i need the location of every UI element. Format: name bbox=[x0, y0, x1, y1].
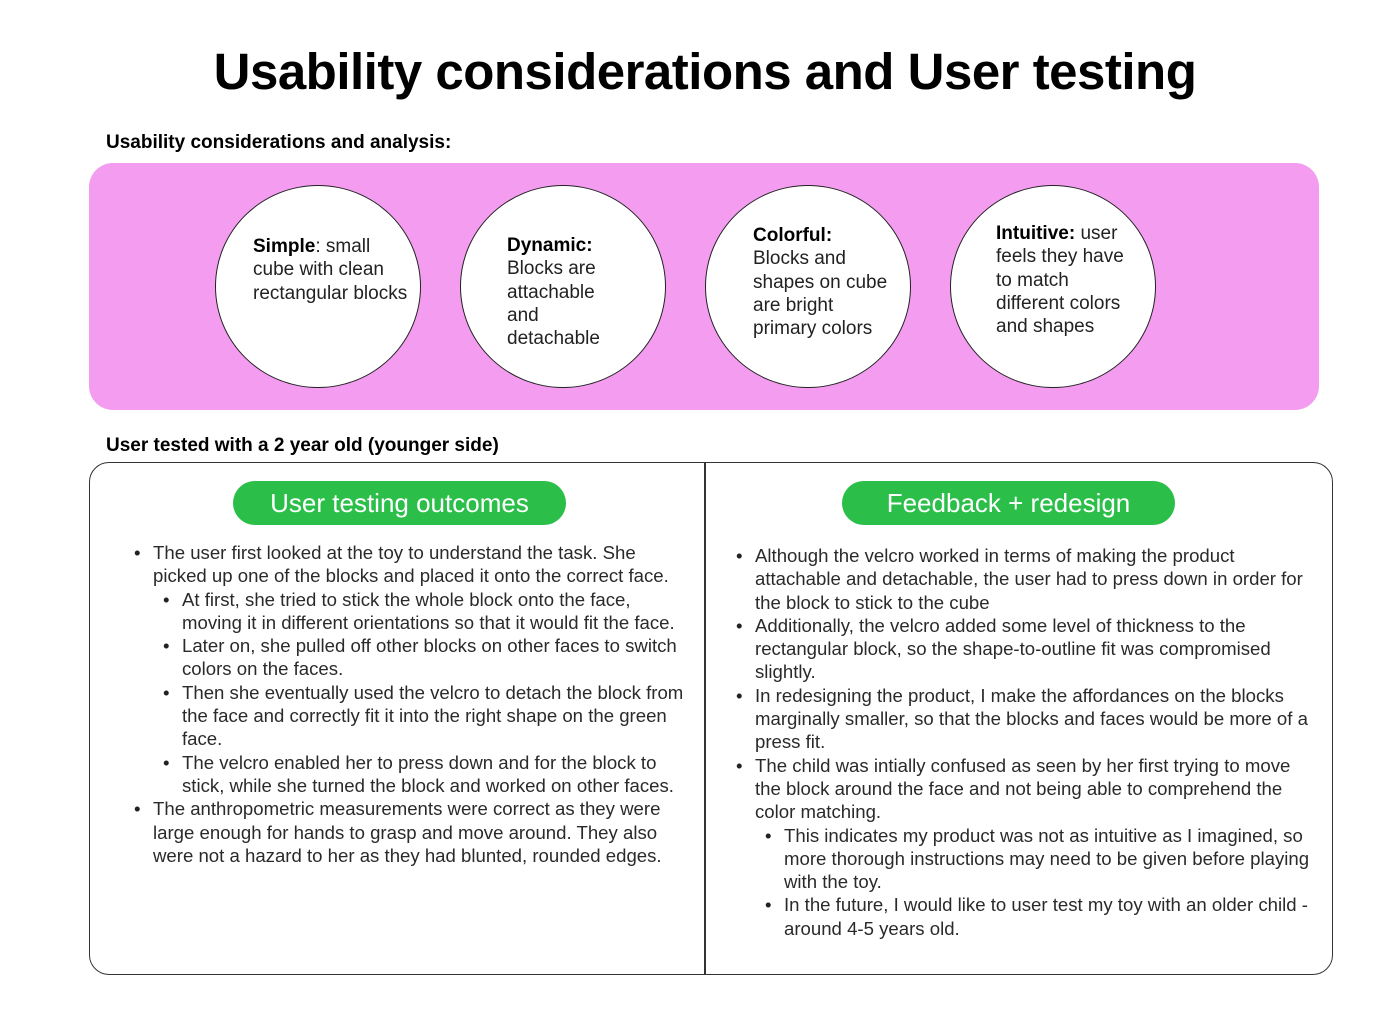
testing-section-label: User tested with a 2 year old (younger s… bbox=[106, 435, 499, 456]
testing-box bbox=[89, 462, 1333, 975]
feedback-pill: Feedback + redesign bbox=[842, 481, 1175, 525]
intuitive-circle bbox=[950, 185, 1156, 388]
list-item: Additionally, the velcro added some leve… bbox=[736, 614, 1316, 684]
sub-list-item: The velcro enabled her to press down and… bbox=[163, 751, 694, 798]
simple-circle bbox=[215, 185, 421, 388]
colorful-text: Colorful: Blocks and shapes on cube are … bbox=[753, 225, 888, 340]
list-item: The anthropometric measurements were cor… bbox=[134, 797, 694, 867]
sub-list-item: Then she eventually used the velcro to d… bbox=[163, 681, 694, 751]
sub-list-item: In the future, I would like to user test… bbox=[765, 893, 1316, 940]
column-divider bbox=[704, 463, 706, 974]
list-item: The user first looked at the toy to unde… bbox=[134, 541, 694, 797]
list-item: The child was intially confused as seen … bbox=[736, 754, 1316, 940]
usability-section-label: Usability considerations and analysis: bbox=[106, 132, 452, 153]
outcomes-list: The user first looked at the toy to unde… bbox=[134, 541, 694, 867]
colorful-circle bbox=[705, 185, 911, 388]
feedback-list: Although the velcro worked in terms of m… bbox=[736, 544, 1316, 940]
list-item: Although the velcro worked in terms of m… bbox=[736, 544, 1316, 614]
page-title: Usability considerations and User testin… bbox=[213, 43, 1197, 100]
sub-list-item: This indicates my product was not as int… bbox=[765, 824, 1316, 894]
sub-list-item: Later on, she pulled off other blocks on… bbox=[163, 634, 694, 681]
dynamic-circle bbox=[460, 185, 666, 388]
outcomes-pill: User testing outcomes bbox=[233, 481, 566, 525]
list-item: In redesigning the product, I make the a… bbox=[736, 684, 1316, 754]
simple-text: Simple: small cube with clean rectangula… bbox=[253, 236, 408, 304]
sub-list-item: At first, she tried to stick the whole b… bbox=[163, 588, 694, 635]
intuitive-text: Intuitive: user feels they have to match… bbox=[996, 223, 1124, 338]
dynamic-text: Dynamic: Blocks are attachable and detac… bbox=[507, 235, 600, 350]
